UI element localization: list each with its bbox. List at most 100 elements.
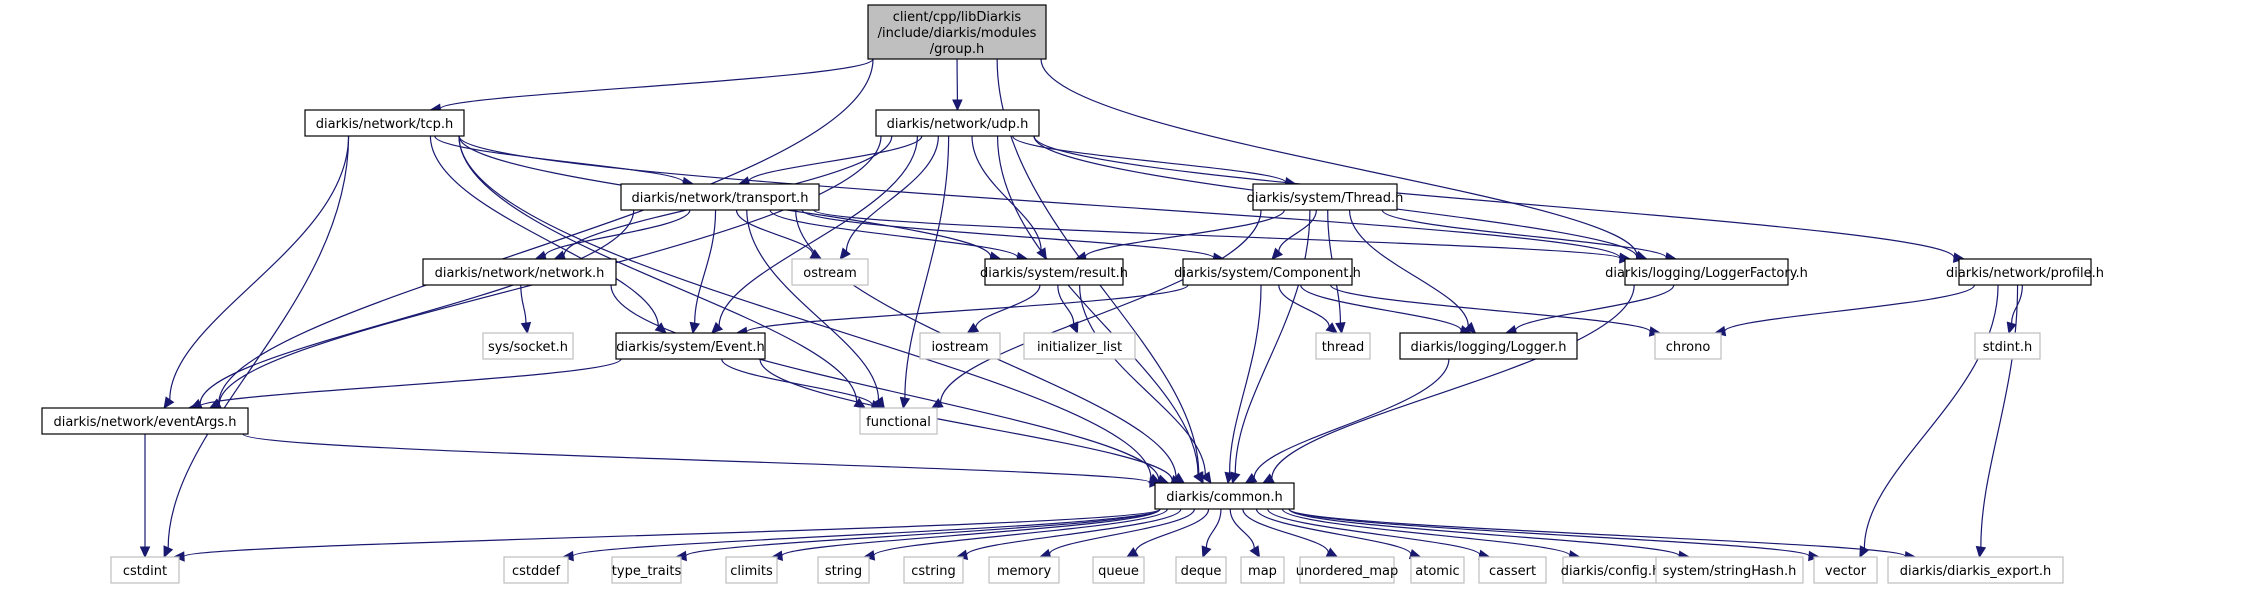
node-box: [988, 556, 1060, 584]
node-logger[interactable]: diarkis/logging/Logger.h: [1399, 332, 1578, 360]
edge-udp-to-ostream: [845, 135, 939, 252]
edge-loggerfactory-to-common: [1271, 284, 1635, 479]
edge-eventargs-to-common: [242, 433, 1151, 484]
arrowhead-icon: [966, 322, 980, 334]
node-udp[interactable]: diarkis/network/udp.h: [875, 109, 1040, 137]
arrowhead-icon: [1859, 545, 1870, 559]
node-label: diarkis/network/transport.h: [631, 191, 808, 206]
node-event[interactable]: diarkis/system/Event.h: [615, 332, 766, 360]
edge-thread_h-to-functional: [939, 209, 1262, 403]
arrowhead-icon: [1975, 545, 1987, 559]
edge-common-to-climits: [781, 508, 1161, 557]
node-label: chrono: [1666, 340, 1711, 355]
edge-common-to-cstddef: [572, 508, 1161, 557]
arrowhead-icon: [1335, 321, 1346, 335]
node-box: [984, 258, 1124, 286]
edge-thread_h-to-common: [1234, 209, 1311, 474]
node-label: /include/diarkis/modules: [878, 26, 1037, 41]
node-tcp[interactable]: diarkis/network/tcp.h: [304, 109, 465, 137]
edge-transport-to-functional: [746, 209, 880, 400]
node-stringhash: system/stringHash.h: [1655, 556, 1804, 584]
edge-tcp-to-transport: [434, 135, 684, 183]
node-box: [875, 109, 1040, 137]
node-box: [1252, 183, 1398, 211]
node-config: diarkis/config.h: [1561, 556, 1661, 584]
node-cstdint: cstdint: [110, 556, 180, 584]
node-label: client/cpp/libDiarkis: [893, 10, 1022, 25]
node-box: [615, 332, 766, 360]
edge-thread_h-to-logger: [1348, 209, 1469, 327]
node-label: climits: [730, 564, 773, 579]
edge-common-to-queue: [1135, 508, 1210, 553]
arrowhead-icon: [839, 247, 851, 260]
node-box: [817, 556, 870, 584]
node-label: diarkis/system/Event.h: [616, 340, 764, 355]
node-eventargs[interactable]: diarkis/network/eventArgs.h: [41, 407, 249, 435]
edge-thread_h-to-component: [1278, 209, 1317, 252]
node-label: stdint.h: [1983, 340, 2032, 355]
edge-component-to-common: [1228, 284, 1262, 474]
node-box: [903, 556, 964, 584]
edge-udp-to-profile: [1033, 135, 1955, 258]
node-box: [620, 183, 820, 211]
edge-common-to-stringhash: [1288, 508, 1680, 557]
edge-udp-to-common: [996, 135, 1199, 475]
node-initlist: initializer_list: [1023, 332, 1136, 360]
node-label: diarkis/network/profile.h: [1946, 266, 2104, 281]
node-label: diarkis/network/udp.h: [887, 117, 1029, 132]
edge-common-to-memory: [1048, 508, 1196, 555]
node-label: diarkis/system/Thread.h: [1247, 191, 1404, 206]
node-label: functional: [866, 415, 931, 430]
edge-transport-to-result: [769, 209, 1019, 258]
node-box: [919, 332, 1001, 360]
edge-group-to-eventargs: [218, 58, 874, 404]
edge-transport-to-ostream: [735, 209, 814, 255]
arrowhead-icon: [1200, 471, 1212, 485]
node-common[interactable]: diarkis/common.h: [1154, 482, 1295, 510]
edge-network-to-common: [610, 284, 1160, 480]
node-label: ostream: [803, 266, 857, 281]
arrowhead-icon: [1068, 321, 1079, 335]
node-box: [1958, 258, 2092, 286]
node-transport[interactable]: diarkis/network/transport.h: [620, 183, 820, 211]
edge-common-to-string: [873, 508, 1168, 556]
node-box: [1175, 556, 1227, 584]
node-box: [1399, 332, 1578, 360]
node-box: [1887, 556, 2064, 584]
edge-event-to-eventargs: [197, 358, 622, 408]
edge-loggerfactory-to-logger: [1514, 284, 1675, 331]
node-vector: vector: [1813, 556, 1878, 584]
node-label: system/stringHash.h: [1663, 564, 1797, 579]
arrowhead-icon: [689, 321, 700, 335]
node-map: map: [1240, 556, 1285, 584]
node-result[interactable]: diarkis/system/result.h: [980, 258, 1128, 286]
node-network[interactable]: diarkis/network/network.h: [422, 258, 617, 286]
node-type_traits: type_traits: [611, 556, 682, 584]
edge-profile-to-vector: [1863, 284, 1999, 549]
node-component[interactable]: diarkis/system/Component.h: [1174, 258, 1361, 286]
node-loggerfactory[interactable]: diarkis/logging/LoggerFactory.h: [1605, 258, 1808, 286]
arrowhead-icon: [1271, 247, 1284, 260]
node-label: diarkis/network/eventArgs.h: [53, 415, 236, 430]
node-cstddef: cstddef: [503, 556, 569, 584]
node-profile[interactable]: diarkis/network/profile.h: [1946, 258, 2104, 286]
edge-group-to-loggerfactory: [1040, 58, 1638, 256]
node-label: atomic: [1415, 564, 1459, 579]
edge-event-to-common: [759, 358, 1173, 481]
arrowhead-icon: [520, 321, 532, 335]
edge-common-to-atomic: [1255, 508, 1412, 555]
node-unordered_map: unordered_map: [1296, 556, 1398, 584]
node-label: diarkis/network/network.h: [435, 266, 605, 281]
node-label: cstdint: [123, 564, 167, 579]
node-group[interactable]: client/cpp/libDiarkis/include/diarkis/mo…: [867, 4, 1047, 60]
node-label: cstddef: [512, 564, 561, 579]
node-box: [1023, 332, 1136, 360]
node-label: string: [825, 564, 862, 579]
node-thread_h[interactable]: diarkis/system/Thread.h: [1247, 183, 1404, 211]
node-label: diarkis/system/Component.h: [1174, 266, 1361, 281]
node-thread: thread: [1315, 332, 1371, 360]
node-label: diarkis/config.h: [1561, 564, 1661, 579]
node-label: sys/socket.h: [488, 340, 568, 355]
edge-common-to-deque: [1205, 508, 1222, 548]
